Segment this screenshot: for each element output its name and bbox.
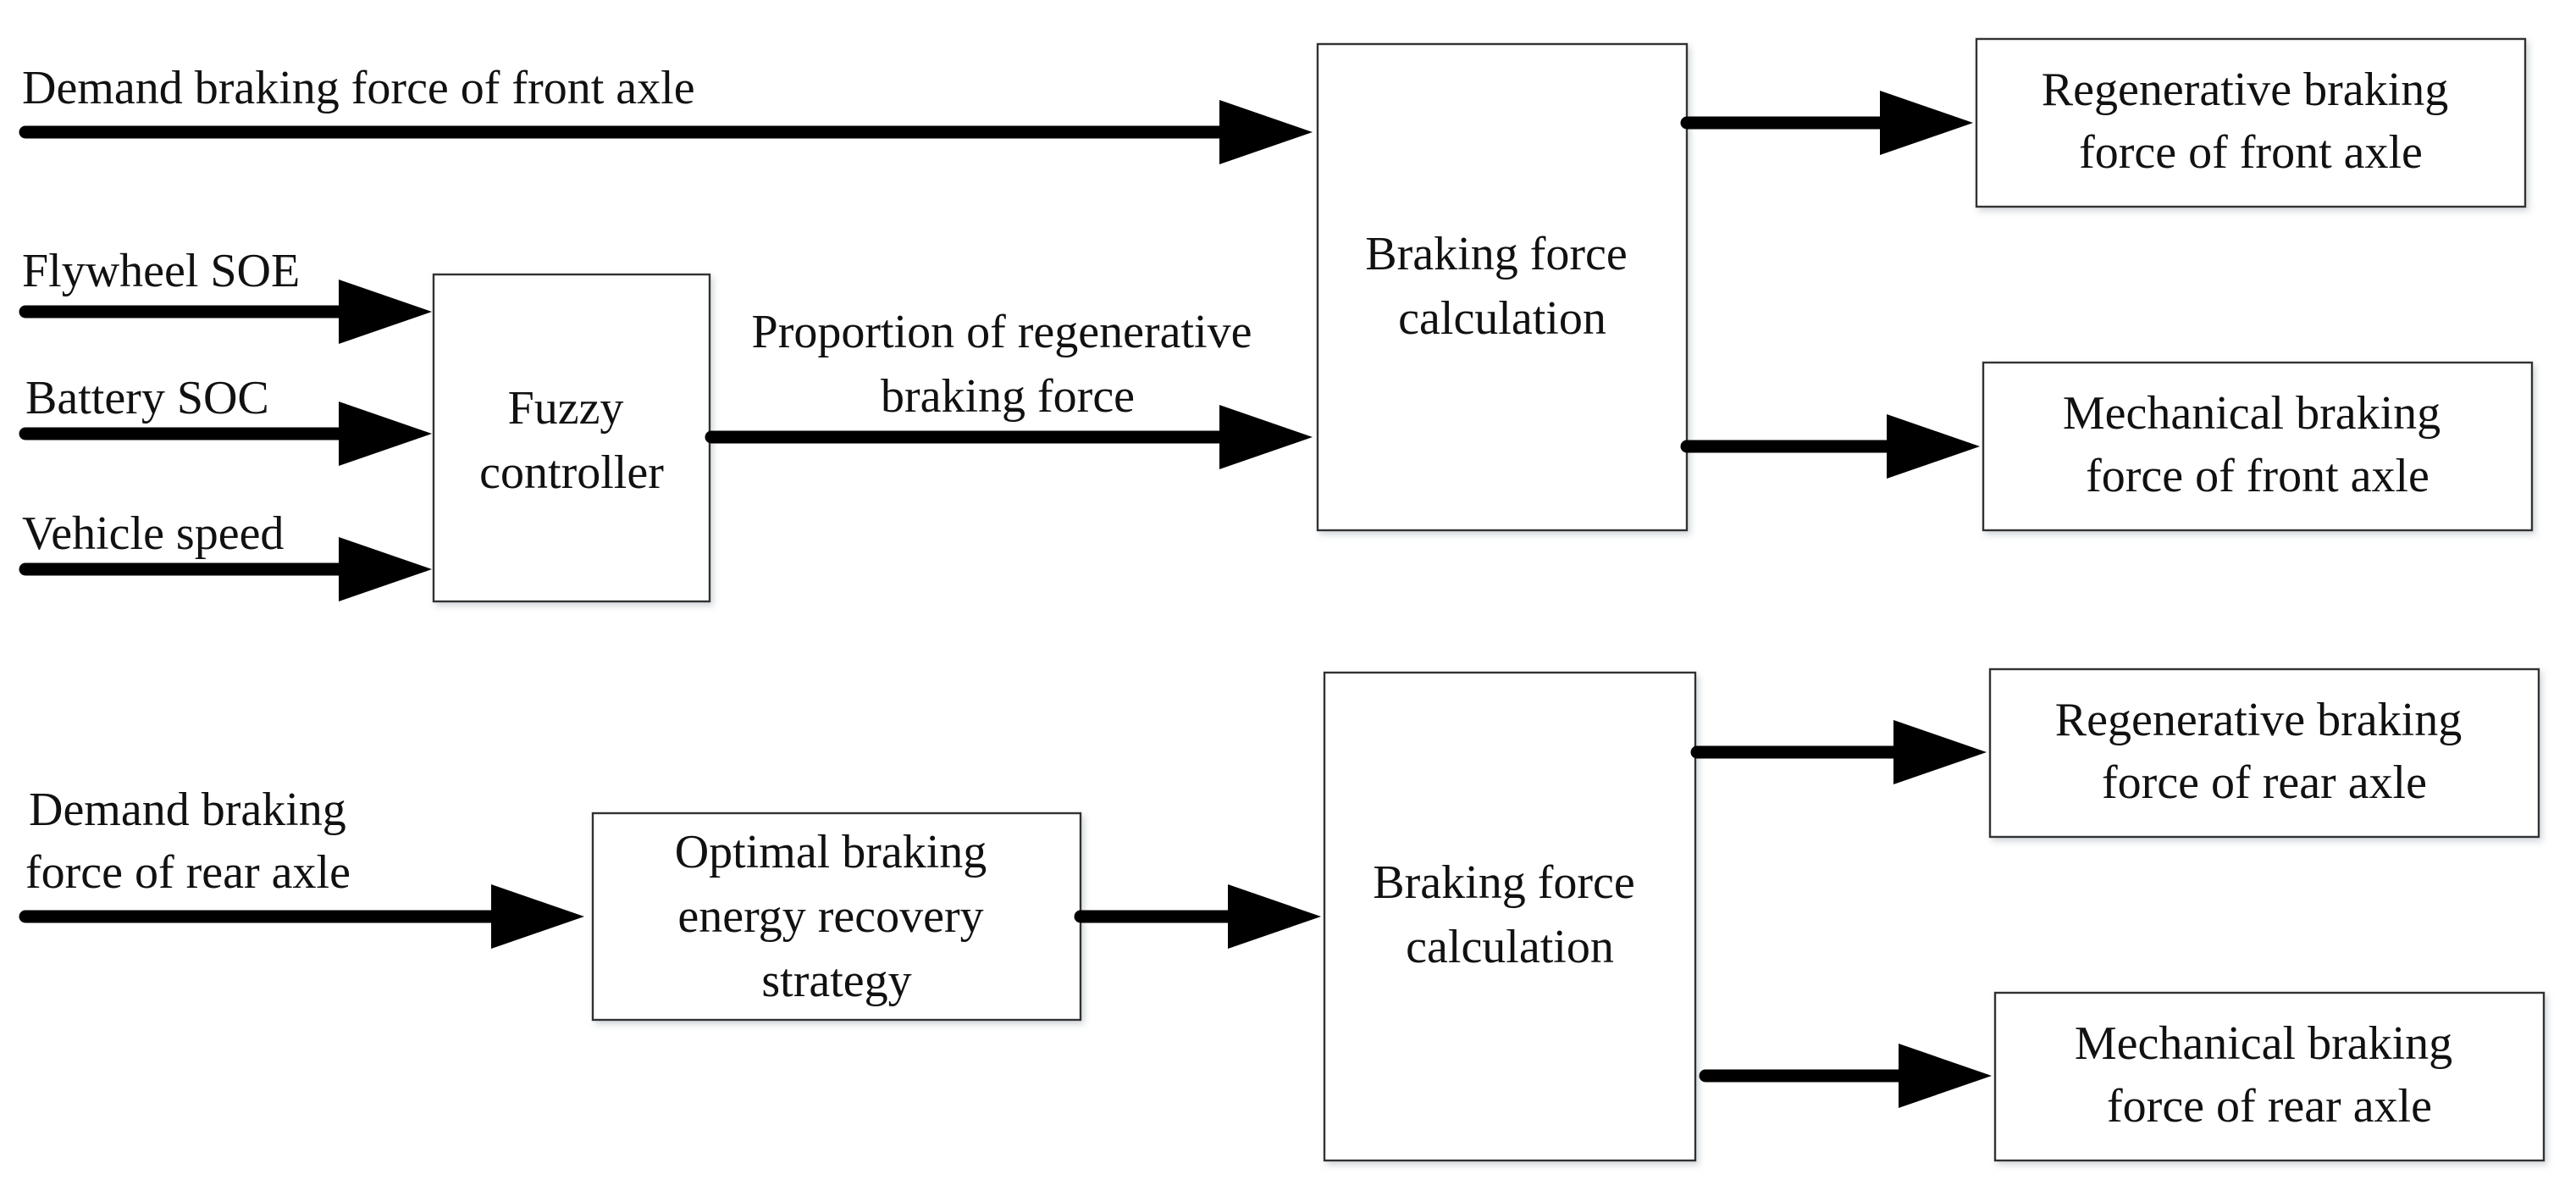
front-regenerative-braking-box — [1975, 37, 2527, 208]
rear-mech-output-arrow — [1699, 1044, 1992, 1108]
battery-soc-label: Battery SOC — [25, 372, 269, 424]
front-braking-force-calculation-box — [1316, 42, 1689, 532]
rear-calc-label: Braking force calculation — [1373, 856, 1646, 973]
proportion-label: Proportion of regenerative braking force — [752, 306, 1264, 423]
front-regenerative-braking-label: Regenerative braking force of front axle — [2042, 64, 2460, 179]
front-calc-label: Braking force calculation — [1365, 228, 1639, 345]
flywheel-soe-label: Flywheel SOE — [22, 245, 300, 297]
rear-regen-output-arrow — [1690, 720, 1987, 784]
front-regen-output-arrow — [1680, 91, 1973, 155]
rear-mechanical-braking-box — [1993, 991, 2546, 1162]
rear-mechanical-braking-label: Mechanical braking force of rear axle — [2075, 1017, 2464, 1133]
flywheel-soe-arrow — [19, 280, 432, 344]
front-demand-label: Demand braking force of front axle — [22, 62, 695, 114]
rear-demand-label: Demand braking force of rear axle — [25, 784, 358, 899]
front-mechanical-braking-label: Mechanical braking force of front axle — [2063, 387, 2452, 502]
rear-regenerative-braking-box — [1988, 667, 2540, 839]
vehicle-speed-label: Vehicle speed — [22, 507, 284, 560]
fuzzy-controller-label: Fuzzy controller — [479, 382, 664, 499]
rear-regenerative-braking-label: Regenerative braking force of rear axle — [2055, 694, 2474, 809]
optimal-strategy-label: Optimal braking energy recovery strategy — [675, 826, 999, 1007]
strategy-to-calc-arrow — [1074, 884, 1321, 949]
proportion-arrow — [705, 405, 1313, 469]
front-mechanical-braking-box — [1982, 361, 2534, 532]
battery-soc-arrow — [19, 402, 432, 466]
optimal-strategy-box — [591, 811, 1082, 1022]
rear-demand-arrow — [19, 884, 584, 949]
front-mech-output-arrow — [1680, 414, 1980, 479]
fuzzy-controller-box — [432, 273, 711, 603]
vehicle-speed-arrow — [19, 537, 432, 601]
front-demand-arrow — [19, 100, 1313, 164]
rear-braking-force-calculation-box — [1323, 671, 1697, 1162]
